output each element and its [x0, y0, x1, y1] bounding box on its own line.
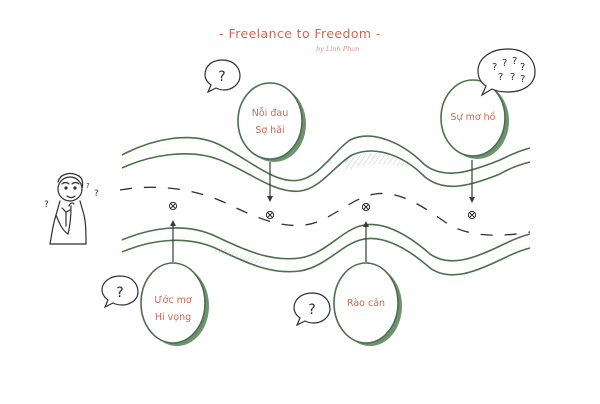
label-line: Hi vọng: [154, 312, 192, 323]
question-mark-icon: ?: [101, 275, 139, 309]
label-line: Ước mơ: [154, 295, 192, 306]
question-mark-icon: ?: [293, 292, 331, 327]
road-hatch-bottom: [215, 246, 270, 264]
road-bottom-edge: [121, 223, 531, 276]
bubble-noi-dau: [237, 82, 306, 162]
crosshair-marker-icon: [361, 202, 371, 212]
label-line: Sự mơ hồ: [450, 112, 496, 123]
crosshair-marker-icon: [168, 201, 178, 211]
svg-text:?: ?: [510, 72, 515, 83]
crosshair-marker-icon: [467, 210, 477, 220]
label-line: Sợ hãi: [255, 125, 285, 136]
road-top-edge: [121, 135, 531, 192]
svg-text:?: ?: [308, 302, 315, 318]
svg-text:?: ?: [86, 182, 90, 190]
svg-text:?: ?: [498, 72, 503, 83]
thinking-person-icon: ? ? ?: [44, 172, 99, 245]
svg-text:?: ?: [520, 62, 525, 73]
svg-text:?: ?: [520, 74, 525, 85]
bubble-uoc-mo: [140, 262, 209, 346]
bubble-rao-can: [333, 262, 402, 346]
bubble-label-su-mo-ho: Sự mơ hồ: [441, 109, 505, 126]
svg-text:?: ?: [94, 189, 99, 199]
svg-text:?: ?: [512, 56, 517, 67]
question-mark-icon: ?: [204, 59, 241, 94]
road-center-line: [119, 186, 531, 236]
svg-text:?: ?: [502, 58, 507, 69]
svg-text:?: ?: [218, 69, 225, 85]
label-line: Nỗi đau: [251, 108, 289, 119]
bubble-label-uoc-mo: Ước mơ Hi vọng: [141, 292, 205, 326]
bubble-su-mo-ho: [440, 79, 509, 159]
bubble-label-rao-can: Rào cản: [334, 295, 398, 312]
road-hatch-top: [345, 153, 410, 172]
label-line: Rào cản: [346, 298, 386, 309]
question-mark-icon: ? ? ? ? ? ? ?: [477, 48, 536, 97]
svg-text:?: ?: [44, 200, 49, 210]
svg-text:?: ?: [116, 285, 123, 301]
crosshair-marker-icon: [265, 210, 275, 220]
author-byline: by Linh Phan: [316, 45, 360, 53]
diagram-title: - Freelance to Freedom -: [219, 26, 381, 41]
svg-text:?: ?: [492, 62, 497, 73]
bubble-label-noi-dau: Nỗi đau Sợ hãi: [238, 105, 302, 139]
